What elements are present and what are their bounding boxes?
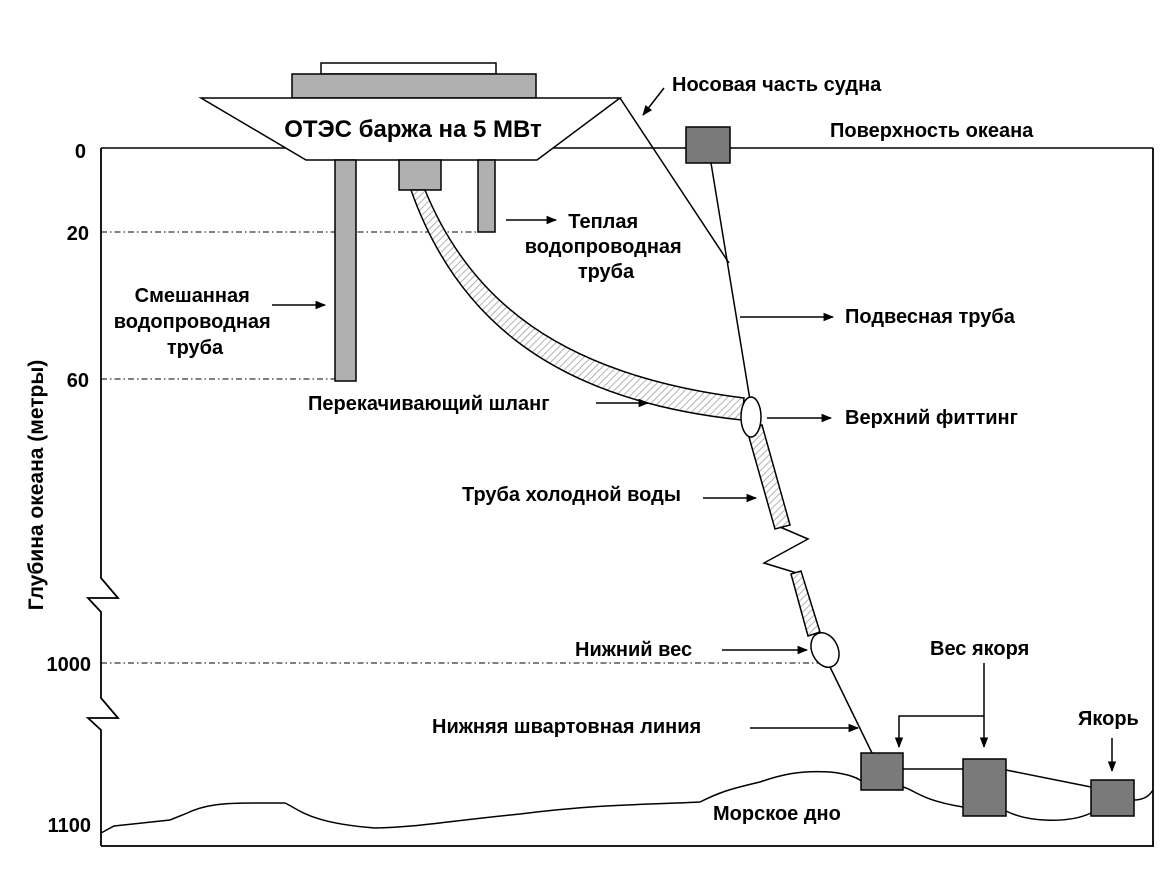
lower-mooring-line — [829, 666, 873, 754]
tick-1000: 1000 — [47, 654, 92, 676]
warm-water-pipe — [477, 159, 496, 233]
lower-weight — [810, 632, 840, 668]
pump-box — [398, 159, 442, 191]
mixed-water-pipe — [334, 159, 357, 382]
arrow-bow — [642, 87, 665, 116]
anchor-weight-1 — [860, 752, 904, 791]
pipe-break — [762, 526, 810, 575]
label-bow: Носовая часть судна — [672, 74, 882, 96]
label-upper-fitting: Верхний фиттинг — [845, 407, 1018, 429]
tick-1100: 1100 — [48, 815, 91, 837]
label-suspension-pipe: Подвесная труба — [845, 306, 1016, 328]
barge-hull — [198, 97, 623, 161]
tick-60: 60 — [67, 370, 89, 392]
tick-20: 20 — [67, 223, 89, 245]
seabed-profile-right — [1133, 789, 1154, 801]
label-anchor: Якорь — [1078, 708, 1139, 730]
chain-bottom-1 — [902, 786, 964, 808]
bow-line — [619, 97, 730, 264]
anchor-weight-2 — [962, 758, 1007, 817]
label-seabed: Морское дно — [713, 803, 841, 825]
label-ocean-surface: Поверхность океана — [830, 120, 1034, 142]
seabed-profile — [100, 770, 863, 834]
suspension-pipe — [710, 162, 751, 401]
label-cold-water-pipe: Труба холодной воды — [462, 484, 681, 506]
label-warm-pipe: Теплая водопроводная труба — [525, 211, 688, 283]
barge-title: ОТЭС баржа на 5 МВт — [284, 116, 542, 143]
arrow-anchor-weight-branch — [894, 715, 984, 749]
chain-top-2 — [1005, 769, 1092, 788]
depth-axis — [85, 148, 120, 846]
axis-title: Глубина океана (метры) — [25, 360, 48, 611]
anchor — [1090, 779, 1135, 817]
upper-fitting — [740, 396, 762, 438]
label-lower-weight: Нижний вес — [575, 639, 692, 661]
label-transfer-hose: Перекачивающий шланг — [308, 393, 550, 415]
cold-water-pipe-upper — [746, 424, 791, 530]
label-lower-mooring-line: Нижняя швартовная линия — [432, 716, 701, 738]
chain-bottom-2 — [1005, 810, 1092, 821]
cold-water-pipe-lower — [790, 570, 821, 637]
label-anchor-weight: Вес якоря — [930, 638, 1029, 660]
label-mixed-pipe: Смешанная водопроводная труба — [114, 285, 277, 359]
barge-top-deck — [320, 62, 497, 75]
surface-buoy — [685, 126, 731, 164]
tick-0: 0 — [75, 141, 86, 163]
otec-barge: ОТЭС баржа на 5 МВт — [198, 62, 623, 161]
barge-superstructure — [291, 73, 537, 99]
